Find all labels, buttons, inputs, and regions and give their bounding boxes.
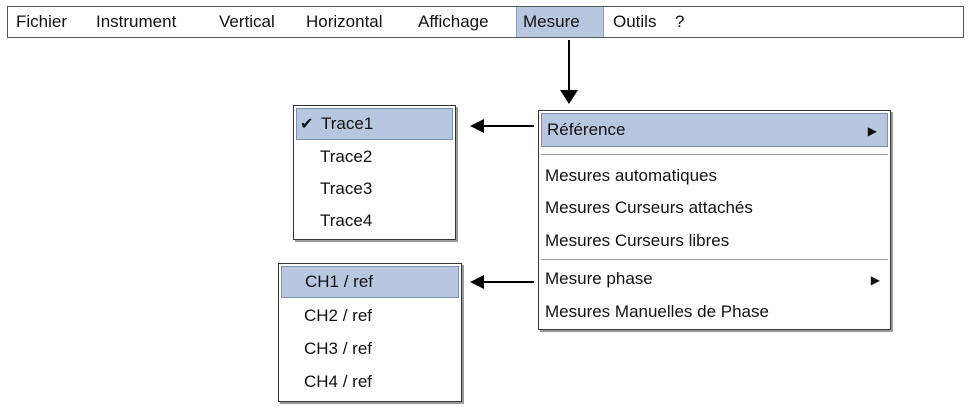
menu-horizontal[interactable]: Horizontal: [306, 12, 383, 31]
checkmark-icon: ✔: [300, 116, 314, 133]
arrow-left-icon: [470, 275, 534, 289]
ch2-ref-label: CH2 / ref: [304, 306, 373, 325]
mesure-dropdown: Référence ▶ Mesures automatiques Mesures…: [538, 110, 891, 330]
menu-fichier[interactable]: Fichier: [16, 12, 68, 31]
menu-bar: Fichier Instrument Vertical Horizontal A…: [7, 6, 964, 38]
menu-help[interactable]: ?: [675, 12, 685, 31]
menu-item-trace1[interactable]: ✔ Trace1: [296, 108, 453, 140]
menu-item-mesures-manuelles-phase[interactable]: Mesures Manuelles de Phase: [539, 296, 890, 328]
menu-item-reference[interactable]: Référence ▶: [541, 113, 888, 147]
menu-instrument[interactable]: Instrument: [96, 12, 177, 31]
trace2-label: Trace2: [320, 147, 373, 166]
ch3-ref-label: CH3 / ref: [304, 339, 373, 358]
menu-mesure[interactable]: Mesure: [516, 7, 604, 37]
channel-submenu: CH1 / ref CH2 / ref CH3 / ref CH4 / ref: [278, 263, 462, 402]
menu-outils[interactable]: Outils: [613, 12, 657, 31]
trace1-label: Trace1: [321, 114, 374, 133]
arrow-left-icon: [470, 119, 534, 133]
trace-submenu: ✔ Trace1 Trace2 Trace3 Trace4: [293, 105, 456, 240]
menu-item-ch1-ref[interactable]: CH1 / ref: [281, 266, 459, 298]
separator: [541, 154, 888, 155]
trace4-label: Trace4: [320, 211, 373, 230]
menu-item-mesure-phase[interactable]: Mesure phase ▶: [539, 263, 890, 296]
mesure-phase-label: Mesure phase: [545, 269, 653, 288]
ch4-ref-label: CH4 / ref: [304, 372, 373, 391]
menu-item-mesures-automatiques[interactable]: Mesures automatiques: [539, 160, 890, 192]
menu-item-ch3-ref[interactable]: CH3 / ref: [279, 334, 461, 367]
curseurs-libres-label: Mesures Curseurs libres: [545, 231, 730, 250]
mesures-automatiques-label: Mesures automatiques: [545, 166, 717, 185]
menu-item-curseurs-attaches[interactable]: Mesures Curseurs attachés: [539, 192, 890, 225]
menu-item-trace2[interactable]: Trace2: [294, 142, 455, 174]
menu-item-trace3[interactable]: Trace3: [294, 174, 455, 206]
menu-vertical[interactable]: Vertical: [219, 12, 275, 31]
separator: [541, 259, 888, 260]
submenu-arrow-icon: ▶: [870, 273, 880, 287]
arrow-down-icon: [560, 40, 578, 104]
menu-item-trace4[interactable]: Trace4: [294, 206, 455, 238]
menu-item-ch2-ref[interactable]: CH2 / ref: [279, 301, 461, 334]
curseurs-attaches-label: Mesures Curseurs attachés: [545, 198, 753, 217]
menu-item-ch4-ref[interactable]: CH4 / ref: [279, 367, 461, 400]
menu-item-curseurs-libres[interactable]: Mesures Curseurs libres: [539, 225, 890, 258]
ch1-ref-label: CH1 / ref: [305, 272, 374, 291]
mesures-manuelles-phase-label: Mesures Manuelles de Phase: [545, 302, 769, 321]
submenu-arrow-icon: ▶: [867, 124, 877, 138]
trace3-label: Trace3: [320, 179, 373, 198]
reference-label: Référence: [547, 120, 626, 139]
menu-affichage[interactable]: Affichage: [418, 12, 489, 31]
